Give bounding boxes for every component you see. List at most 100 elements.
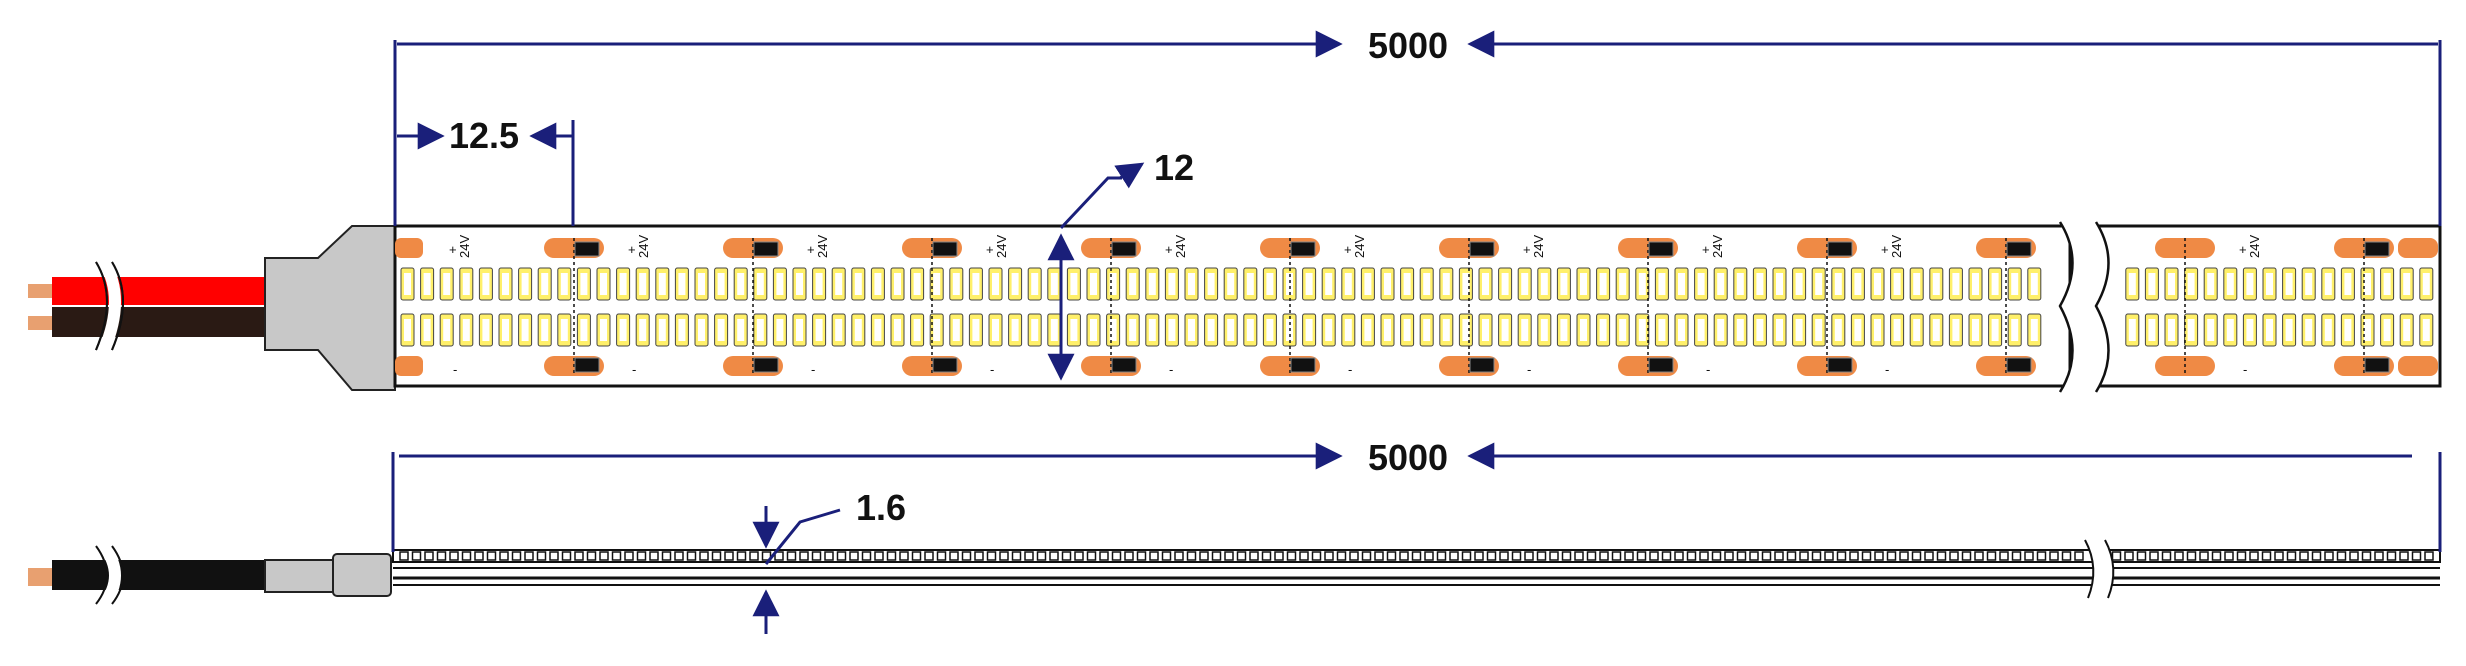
led-chip-lens xyxy=(1050,273,1058,295)
side-led-chip xyxy=(1449,551,1459,561)
side-led-chip xyxy=(1486,551,1497,561)
led-chip-lens xyxy=(600,273,607,295)
resistor xyxy=(1469,357,1495,373)
led-chip-lens xyxy=(1619,273,1627,295)
side-led-chip xyxy=(1399,551,1409,561)
resistor xyxy=(1290,241,1316,257)
side-led-chip xyxy=(2024,551,2034,561)
led-chip-lens xyxy=(1011,273,1019,295)
side-led-chip xyxy=(1299,551,1309,561)
resistor xyxy=(2364,241,2390,257)
resistor xyxy=(1290,357,1316,373)
led-chip-lens xyxy=(1090,273,1097,295)
solder-pad xyxy=(2398,356,2438,376)
led-chip-lens xyxy=(1521,273,1529,295)
led-chip-lens xyxy=(1776,273,1783,295)
wire-tip-black xyxy=(28,316,52,330)
led-chip-lens xyxy=(2128,273,2136,295)
side-led-chips xyxy=(399,551,2434,561)
side-led-chip xyxy=(936,551,947,561)
led-chip-lens xyxy=(541,319,549,341)
side-led-chip xyxy=(636,551,647,561)
led-chip-lens xyxy=(1011,319,1019,341)
side-led-chip xyxy=(1624,551,1634,561)
led-chip-lens xyxy=(992,273,999,295)
led-chip-lens xyxy=(1717,273,1725,295)
led-chip-lens xyxy=(972,273,980,295)
side-led-chip xyxy=(1636,551,1647,561)
voltage-label: 24V xyxy=(994,235,1009,258)
length-label-top: 5000 xyxy=(1368,25,1448,66)
side-led-chip xyxy=(724,551,734,561)
side-led-chip xyxy=(1999,551,2009,561)
led-chip-lens xyxy=(972,319,980,341)
side-led-chip xyxy=(2111,551,2122,561)
led-chip-lens xyxy=(952,273,960,295)
resistor xyxy=(753,357,779,373)
side-led-chip xyxy=(2274,551,2284,561)
led-chip-lens xyxy=(2207,273,2215,295)
side-led-chip xyxy=(1061,551,1072,561)
side-led-chip xyxy=(949,551,959,561)
led-chip-lens xyxy=(1207,273,1215,295)
led-chip-lens xyxy=(1344,273,1352,295)
led-chip-lens xyxy=(1952,319,1960,341)
led-chip-lens xyxy=(2266,319,2273,341)
side-led-chip xyxy=(549,551,559,561)
led-chip-lens xyxy=(423,319,431,341)
side-led-chip xyxy=(2199,551,2209,561)
side-led-chip xyxy=(1436,551,1447,561)
side-led-chip xyxy=(2136,551,2147,561)
side-led-chip xyxy=(836,551,847,561)
led-chip-lens xyxy=(1188,273,1195,295)
side-led-chip xyxy=(1499,551,1509,561)
side-led-chip xyxy=(1711,551,1722,561)
led-chip-lens xyxy=(580,273,588,295)
led-chip-lens xyxy=(600,319,607,341)
strip-break-side xyxy=(2085,540,2114,598)
led-chip-lens xyxy=(913,273,921,295)
side-led-chip xyxy=(999,551,1009,561)
led-chip-lens xyxy=(1286,273,1293,295)
side-led-chip xyxy=(2236,551,2247,561)
side-led-chip xyxy=(1524,551,1534,561)
led-chip-lens xyxy=(894,319,901,341)
led-chip-lens xyxy=(2207,319,2215,341)
side-led-chip xyxy=(924,551,934,561)
led-chip-lens xyxy=(1717,319,1725,341)
side-led-chip xyxy=(911,551,922,561)
solder-pad xyxy=(395,238,423,258)
led-chip-lens xyxy=(1815,319,1823,341)
led-chip-lens xyxy=(1462,273,1470,295)
side-led-chip xyxy=(1511,551,1522,561)
led-chip-lens xyxy=(560,319,568,341)
led-chip-lens xyxy=(1227,273,1235,295)
led-chip-lens xyxy=(835,319,843,341)
led-chip-lens xyxy=(1403,319,1411,341)
side-led-chip xyxy=(2149,551,2159,561)
side-led-chip xyxy=(1874,551,1884,561)
led-chip-lens xyxy=(2305,319,2313,341)
side-led-chip xyxy=(611,551,622,561)
led-chip-lens xyxy=(854,319,862,341)
voltage-label: 24V xyxy=(815,235,830,258)
polarity-minus: - xyxy=(453,362,457,377)
led-chip-lens xyxy=(423,273,431,295)
led-chip-lens xyxy=(815,273,823,295)
led-chip-lens xyxy=(737,273,745,295)
led-chip-lens xyxy=(678,273,686,295)
led-chip-lens xyxy=(1246,273,1254,295)
led-chip-lens xyxy=(1658,319,1666,341)
side-led-chip xyxy=(1111,551,1122,561)
width-label: 12 xyxy=(1154,147,1194,188)
led-chip-lens xyxy=(2187,273,2195,295)
side-led-chip xyxy=(811,551,822,561)
led-chip-lens xyxy=(913,319,921,341)
led-chip-lens xyxy=(1776,319,1783,341)
side-led-chip xyxy=(1024,551,1034,561)
side-led-chip xyxy=(1699,551,1709,561)
led-chip-lens xyxy=(678,319,686,341)
led-chip-lens xyxy=(1972,273,1979,295)
side-led-chip xyxy=(1261,551,1272,561)
led-chip-lens xyxy=(1246,319,1254,341)
